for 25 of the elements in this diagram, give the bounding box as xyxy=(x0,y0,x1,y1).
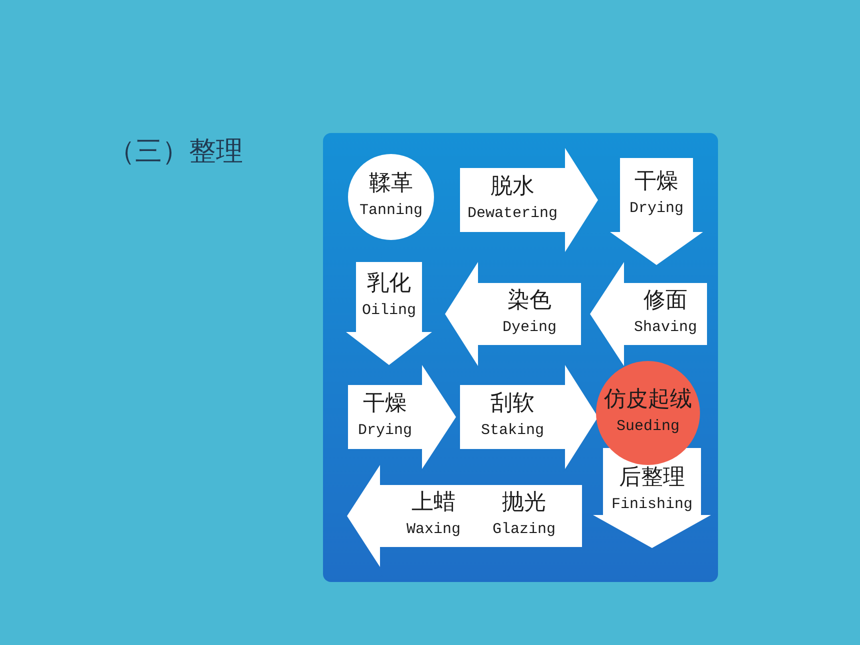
step-label: 染色 xyxy=(507,286,552,314)
title: （三）整理 xyxy=(108,135,243,169)
step-label-english: Finishing xyxy=(611,496,692,514)
step-label: 干燥 xyxy=(362,389,407,417)
step-label-english: Drying xyxy=(358,422,412,440)
step-label-english: Waxing xyxy=(406,521,460,539)
step-label: 后整理 xyxy=(618,463,685,491)
step-label: 刮软 xyxy=(490,389,534,417)
step-label-english: Shaving xyxy=(634,319,697,337)
step-label: 修面 xyxy=(643,286,688,314)
step-label-english: Dewatering xyxy=(467,205,558,223)
step-label: 上蜡 xyxy=(411,488,456,516)
step-label-english: Staking xyxy=(480,422,544,440)
step-label-english: Drying xyxy=(629,200,684,218)
step-label-english: Dyeing xyxy=(502,319,556,337)
step-label: 脱水 xyxy=(490,172,534,200)
step-label: 抛光 xyxy=(502,488,546,516)
step-label-english: Sueding xyxy=(616,418,680,436)
step-label: 鞣革 xyxy=(368,169,413,197)
step-label: 乳化 xyxy=(366,269,411,297)
step-label-english: Oiling xyxy=(362,302,416,320)
step-label-english: Tanning xyxy=(359,202,422,220)
step-label: 干燥 xyxy=(634,167,678,195)
step-label-english: Glazing xyxy=(492,521,556,539)
step-label: 仿皮起绒 xyxy=(604,385,692,413)
